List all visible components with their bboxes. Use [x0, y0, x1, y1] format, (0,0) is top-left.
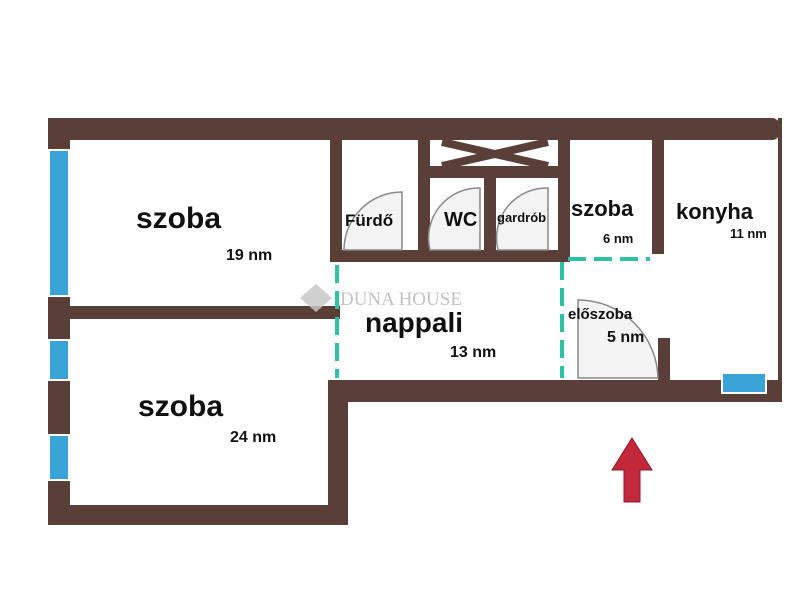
room-name-szoba-3: szoba — [571, 196, 634, 221]
lower-step-wall — [328, 380, 348, 525]
window-left-2 — [48, 339, 70, 381]
room-labels: szoba 19 nm szoba 24 nm Fürdő WC gardrób… — [136, 196, 767, 446]
room-area-nappali: 13 nm — [450, 344, 496, 361]
window-left-1 — [48, 149, 70, 297]
door-furdo-icon — [343, 191, 403, 251]
room-name-szoba-1: szoba — [136, 202, 221, 235]
wall-gardrob-szoba — [558, 136, 570, 262]
room-area-eloszoba: 5 nm — [607, 329, 644, 346]
room-name-furdo: Fürdő — [345, 211, 393, 230]
bath-south-wall — [330, 250, 562, 262]
room-area-szoba-3: 6 nm — [603, 231, 633, 246]
door-entrance-icon — [577, 299, 659, 379]
doors — [343, 187, 659, 379]
room-name-eloszoba: előszoba — [568, 306, 633, 323]
top-wall — [48, 118, 780, 140]
wall-between-bedrooms — [58, 306, 340, 319]
bottom-wall — [48, 505, 348, 525]
south-wall — [328, 380, 780, 402]
shaft-cross — [441, 138, 549, 170]
wall-furdo-wc — [418, 136, 430, 262]
shaft-south-wall — [430, 166, 558, 178]
watermark: DUNA HOUSE — [300, 284, 462, 312]
watermark-logo-icon — [300, 284, 332, 312]
east-wall — [778, 118, 782, 402]
eloszoba-east-wall — [658, 338, 670, 384]
door-wc-icon — [427, 187, 481, 251]
windows — [48, 149, 767, 481]
window-kitchen — [721, 372, 767, 394]
room-name-gardrob: gardrób — [497, 210, 546, 225]
room-name-wc: WC — [444, 209, 477, 231]
window-left-3 — [48, 434, 70, 481]
watermark-text: DUNA HOUSE — [340, 289, 462, 310]
room-area-szoba-2: 24 nm — [230, 429, 276, 446]
room-area-konyha: 11 nm — [730, 226, 767, 241]
interior-walls — [58, 136, 670, 384]
room-name-szoba-2: szoba — [138, 390, 223, 423]
open-boundaries — [335, 257, 650, 378]
room-name-nappali: nappali — [365, 307, 463, 338]
door-gardrob-icon — [495, 187, 549, 251]
room-name-konyha: konyha — [676, 199, 754, 224]
bath-west-wall — [330, 136, 342, 262]
wall-wc-gardrob — [484, 175, 496, 262]
entrance-arrow-icon — [611, 437, 653, 503]
wall-szoba-konyha — [652, 136, 664, 254]
room-area-szoba-1: 19 nm — [226, 247, 272, 264]
